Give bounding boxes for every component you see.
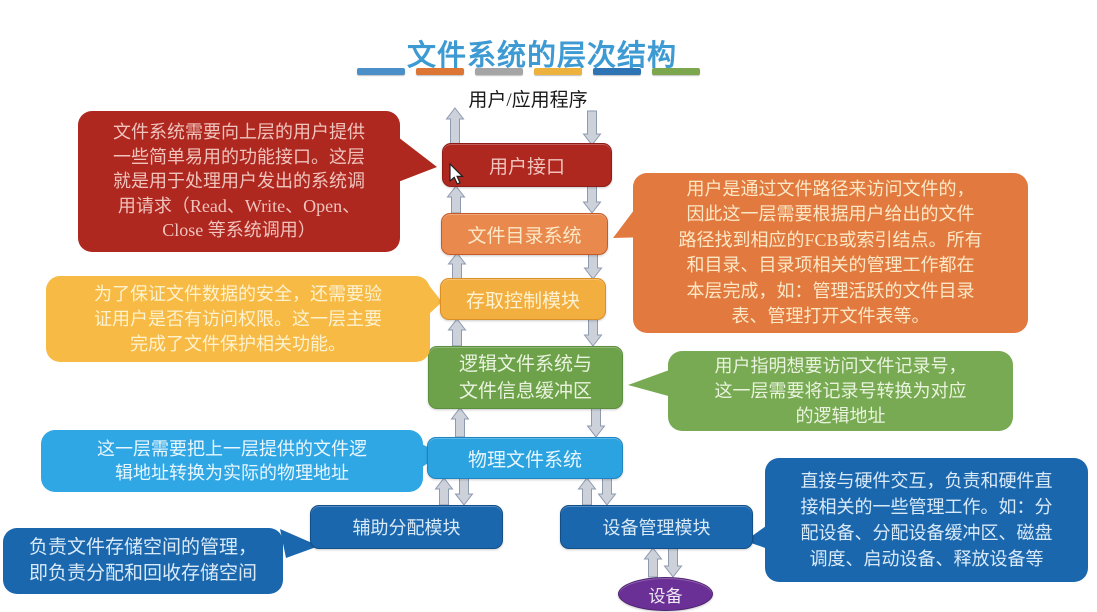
callout-user-interface-note: 文件系统需要向上层的用户提供 一些简单易用的功能接口。这层 就是用于处理用户发出…: [78, 111, 400, 252]
callout-access-control-note: 为了保证文件数据的安全，还需要验 证用户是否有访问权限。这一层主要 完成了文件保…: [46, 276, 430, 362]
down-arrow-icon: [663, 547, 683, 578]
down-arrow-icon: [583, 252, 603, 280]
title-dash: [357, 68, 405, 75]
title-dash: [593, 68, 641, 75]
callout-directory-note: 用户是通过文件路径来访问文件的， 因此这一层需要根据用户给出的文件 路径找到相应…: [633, 173, 1028, 333]
down-arrow-icon: [582, 185, 602, 214]
title-dash: [475, 68, 523, 75]
callout-tail-user-interface-icon: [398, 137, 437, 182]
up-arrow-icon: [447, 318, 467, 347]
up-arrow-icon: [447, 252, 467, 280]
callout-tail-logical-fs-icon: [628, 369, 672, 397]
up-arrow-icon: [445, 107, 465, 146]
up-arrow-icon: [577, 477, 597, 506]
user-app-label: 用户/应用程序: [468, 90, 588, 111]
down-arrow-icon: [597, 477, 617, 506]
down-arrow-icon: [583, 318, 603, 347]
title-underline-dashes: [357, 68, 703, 75]
down-arrow-icon: [582, 110, 602, 146]
callout-tail-aux-alloc-icon: [280, 529, 319, 558]
layer-box-logical-file-system: 逻辑文件系统与 文件信息缓冲区: [428, 346, 623, 409]
callout-device-mgmt-note: 直接与硬件交互，负责和硬件直 接相关的一些管理工作。如：分 配设备、分配设备缓冲…: [765, 458, 1088, 582]
callout-tail-access-control-icon: [428, 284, 442, 315]
callout-physical-fs-note: 这一层需要把上一层提供的文件逻 辑地址转换为实际的物理地址: [41, 430, 423, 492]
callout-logical-fs-note: 用户指明想要访问文件记录号， 这一层需要将记录号转换为对应 的逻辑地址: [668, 351, 1013, 431]
up-arrow-icon: [434, 477, 454, 506]
layer-box-physical-file-system: 物理文件系统: [427, 437, 623, 479]
title-dash: [416, 68, 464, 75]
device-ellipse: 设备: [618, 577, 713, 611]
layer-box-access-control: 存取控制模块: [440, 278, 606, 320]
page-title: 文件系统的层次结构: [406, 40, 677, 72]
up-arrow-icon: [446, 185, 466, 214]
up-arrow-icon: [450, 407, 470, 438]
callout-aux-alloc-note: 负责文件存储空间的管理， 即负责分配和回收存储空间: [3, 528, 283, 594]
layer-box-directory-system: 文件目录系统: [441, 213, 608, 255]
layer-box-aux-allocation: 辅助分配模块: [310, 505, 503, 549]
down-arrow-icon: [454, 477, 474, 506]
layer-box-device-management: 设备管理模块: [560, 505, 753, 549]
title-dash: [652, 68, 700, 75]
down-arrow-icon: [586, 407, 606, 438]
up-arrow-icon: [643, 547, 663, 578]
layer-box-user-interface: 用户接口: [442, 143, 612, 187]
title-dash: [534, 68, 582, 75]
